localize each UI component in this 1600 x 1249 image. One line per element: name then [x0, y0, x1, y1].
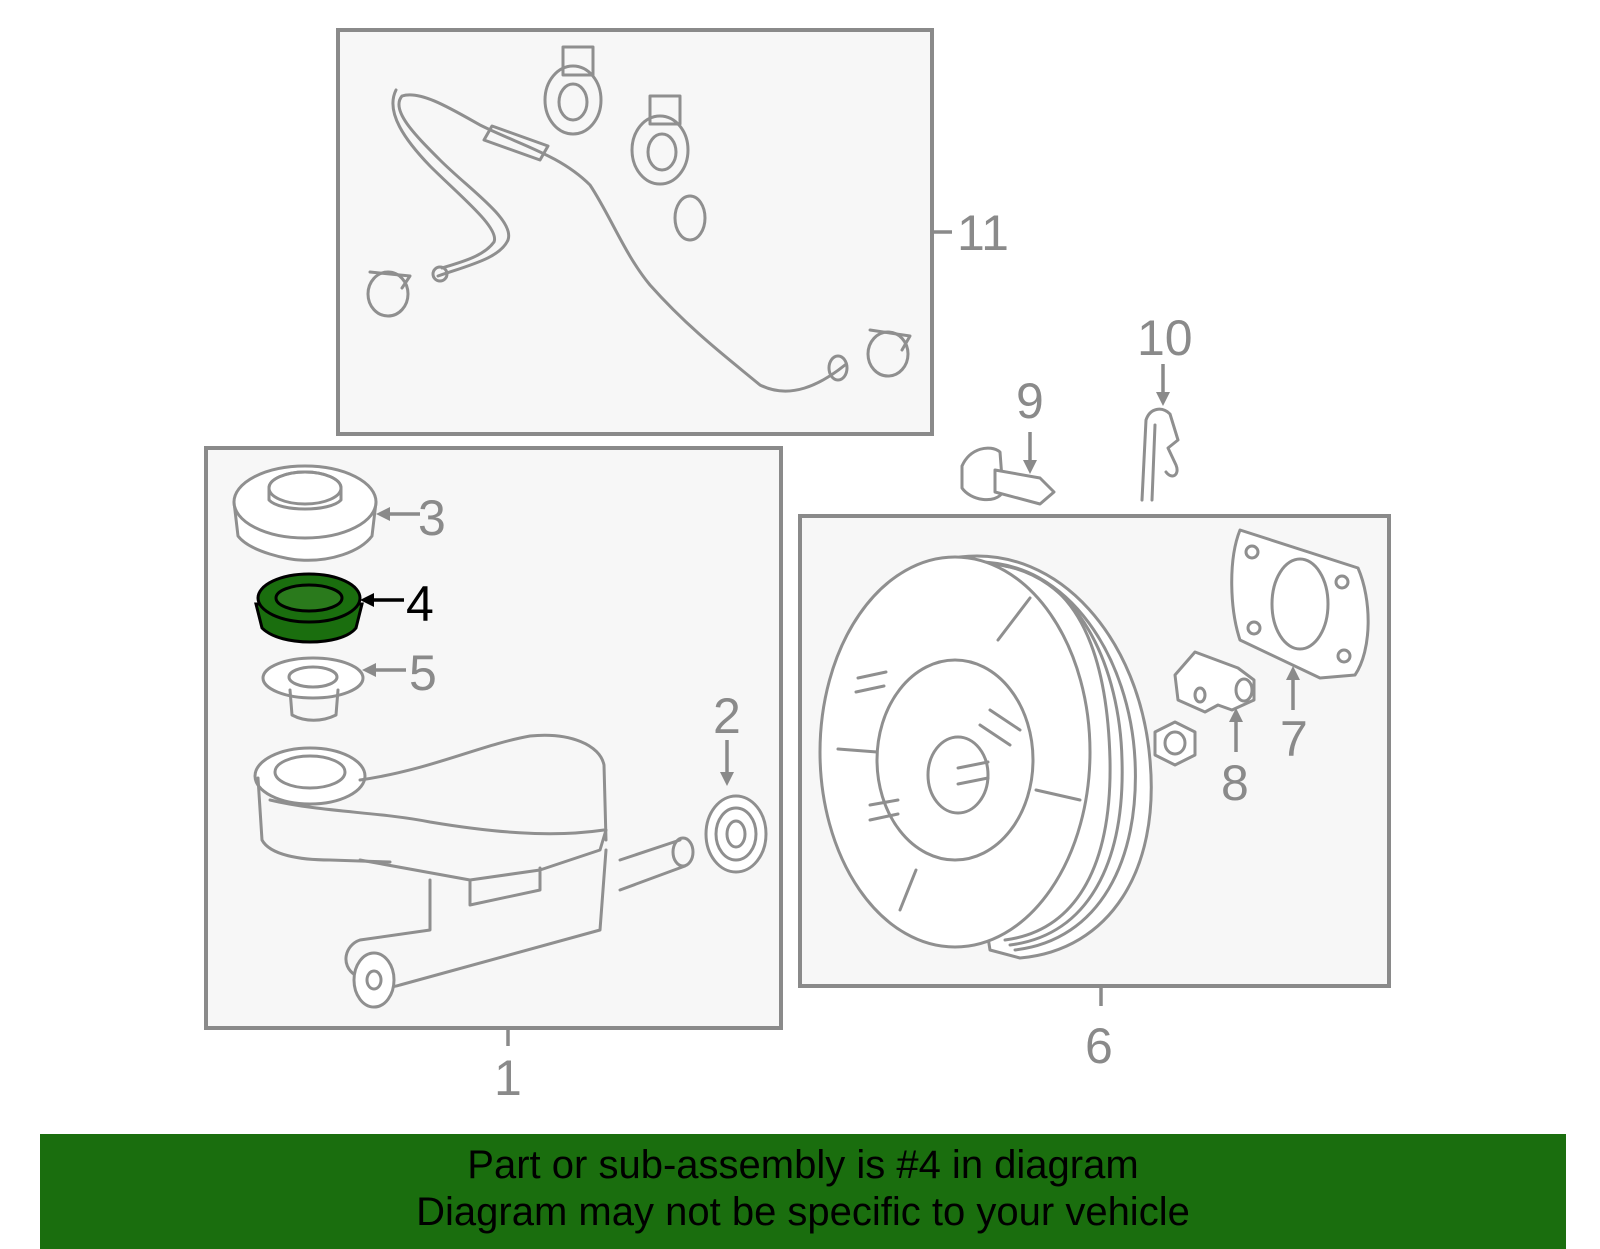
- booster-gasket-part-7[interactable]: [1230, 528, 1370, 680]
- nut[interactable]: [1153, 720, 1197, 767]
- master-cylinder-part-1[interactable]: [253, 733, 695, 1009]
- clevis-pin-part-9[interactable]: [960, 446, 1056, 506]
- banner-line-1: Part or sub-assembly is #4 in diagram: [467, 1143, 1139, 1187]
- callout-3: 3: [418, 490, 446, 546]
- callout-8: 8: [1221, 755, 1249, 811]
- banner-line-2: Diagram may not be specific to your vehi…: [416, 1190, 1190, 1234]
- callout-2: 2: [713, 688, 741, 744]
- callout-4: 4: [406, 576, 434, 632]
- leader-10: [1156, 364, 1170, 406]
- hose-clamps[interactable]: [366, 45, 912, 378]
- leader-7: [1286, 666, 1300, 710]
- callout-6: 6: [1085, 1018, 1113, 1074]
- reservoir-strainer-part-5[interactable]: [261, 656, 365, 722]
- hose-assembly-box: [336, 28, 934, 436]
- reservoir-cap-part-3[interactable]: [232, 464, 378, 562]
- leader-9: [1023, 432, 1037, 474]
- leader-3: [376, 507, 420, 521]
- o-ring-part-2[interactable]: [704, 794, 768, 874]
- reservoir-seal-part-4[interactable]: [254, 572, 364, 644]
- callout-10: 10: [1137, 310, 1193, 366]
- leader-5: [362, 663, 406, 677]
- leader-8: [1229, 708, 1243, 752]
- retaining-clip-part-10[interactable]: [1140, 407, 1180, 502]
- callout-1: 1: [494, 1050, 522, 1106]
- callout-5: 5: [409, 645, 437, 701]
- bracket-part-8[interactable]: [1173, 650, 1256, 714]
- callout-9: 9: [1016, 373, 1044, 429]
- vacuum-hose-part-11[interactable]: [391, 88, 849, 393]
- callout-7: 7: [1280, 711, 1308, 767]
- notice-banner: Part or sub-assembly is #4 in diagram Di…: [40, 1134, 1566, 1249]
- leader-2: [720, 740, 734, 786]
- leader-4: [360, 593, 404, 607]
- brake-booster-part-6[interactable]: [818, 554, 1153, 960]
- callout-11: 11: [957, 205, 1009, 261]
